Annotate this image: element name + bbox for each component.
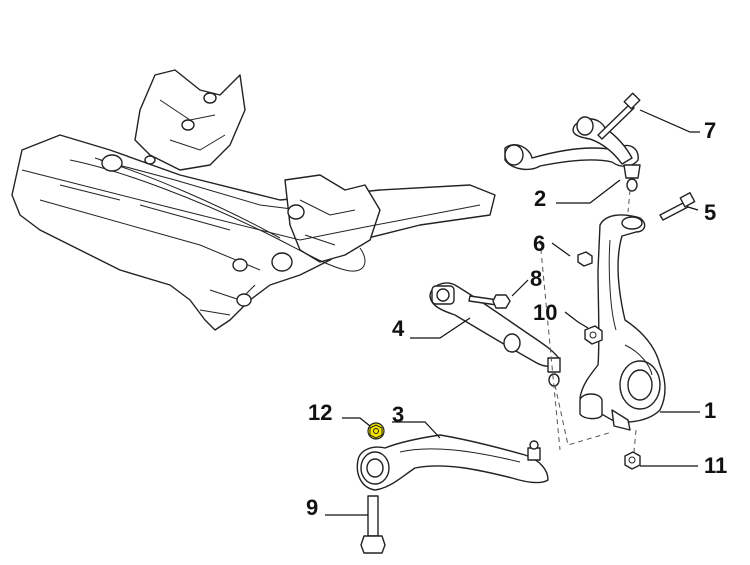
bolt-7 [597,92,641,140]
callout-6: 6 [533,231,546,256]
callout-4: 4 [392,316,405,341]
callout-1: 1 [704,398,717,423]
callout-2: 2 [534,186,547,211]
leader-7 [639,109,700,133]
leader-4 [410,317,471,339]
tension-strut [429,282,561,387]
callout-9: 9 [306,495,319,520]
leader-12 [342,417,371,427]
callout-5: 5 [704,200,717,225]
alignment-line-strut [554,384,613,446]
leader-2 [556,179,621,204]
lower-control-arm [356,434,549,491]
bolt-8 [468,294,511,309]
callout-3: 3 [392,402,405,427]
upper-control-arm [504,116,641,192]
callout-11: 11 [704,453,728,478]
callout-12: 12 [308,400,333,425]
nut-12-highlighted [367,422,385,440]
nut-10 [584,325,603,345]
leader-3 [392,421,441,439]
leader-8 [511,279,529,297]
steering-knuckle [579,214,666,431]
leader-10 [564,311,589,329]
callout-10: 10 [533,300,558,325]
callout-8: 8 [530,266,543,291]
bolt-5 [659,192,696,221]
bolt-9 [360,495,386,554]
subframe [11,69,496,331]
callout-7: 7 [704,118,717,143]
leader-6 [551,242,571,257]
nut-11 [624,451,641,470]
alignment-line-knuckle [539,239,561,451]
nut-6 [577,251,593,267]
leader-5 [687,206,699,211]
